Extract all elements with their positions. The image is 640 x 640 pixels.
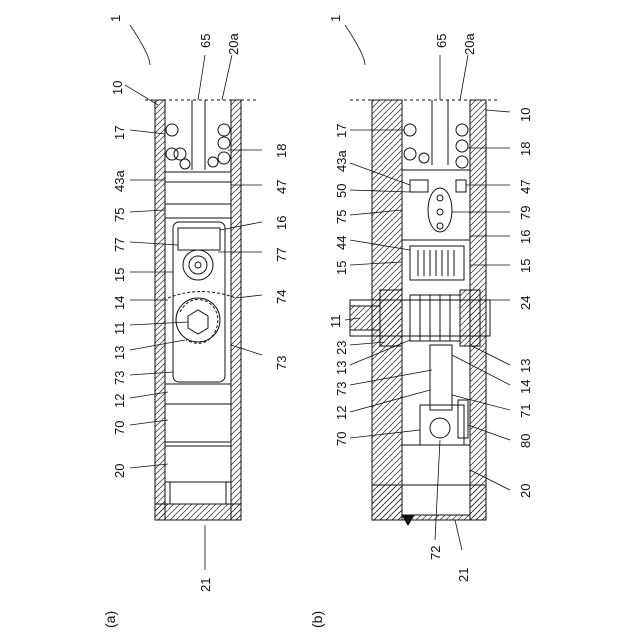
ref-13-left-b: 13 (334, 361, 349, 375)
knob-circle (176, 298, 220, 342)
spring-b (404, 124, 468, 168)
ref-1-a: 1 (108, 15, 123, 22)
panel-b-labels: 1 65 20a 10 17 18 43a 50 47 75 79 44 16 … (309, 15, 533, 628)
hex-bolt (188, 310, 208, 334)
ref-18-a: 18 (274, 144, 289, 158)
ref-20-a: 20 (112, 464, 127, 478)
ref-65-a: 65 (198, 34, 213, 48)
pin-80 (458, 400, 468, 438)
spring (166, 124, 230, 169)
ref-47-b: 47 (518, 180, 533, 194)
ref-13-right-b: 13 (518, 359, 533, 373)
ref-70-a: 70 (112, 421, 127, 435)
ref-77-right-a: 77 (274, 248, 289, 262)
ref-73-right-a: 73 (274, 356, 289, 370)
ref-16-a: 16 (274, 216, 289, 230)
ref-65-b: 65 (434, 34, 449, 48)
ref-47-a: 47 (274, 180, 289, 194)
caption-a: (a) (102, 611, 118, 628)
ref-14-b: 14 (518, 380, 533, 394)
ref-73-left-a: 73 (112, 371, 127, 385)
dashed-gear-line (168, 292, 236, 299)
ref-10-b: 10 (518, 108, 533, 122)
ref-15-a: 15 (112, 268, 127, 282)
bearing-23 (380, 290, 402, 346)
ref-15-right-b: 15 (518, 259, 533, 273)
ref-17-a: 17 (112, 126, 127, 140)
ref-24-b: 24 (518, 296, 533, 310)
ref-75-b: 75 (334, 210, 349, 224)
ref-44-b: 44 (334, 236, 349, 250)
lower-plate (165, 384, 231, 404)
panel-b (345, 25, 510, 550)
ref-21-a: 21 (198, 578, 213, 592)
block-70 (165, 404, 231, 442)
ref-20a-b: 20a (462, 33, 477, 55)
ref-18-b: 18 (518, 142, 533, 156)
inner-housing (173, 222, 225, 382)
ref-20-b: 20 (518, 484, 533, 498)
ref-13-a: 13 (112, 346, 127, 360)
ref-23-b: 23 (334, 341, 349, 355)
tube-wall-left (155, 100, 165, 520)
ref-16-b: 16 (518, 230, 533, 244)
ref-11-b: 11 (328, 315, 343, 329)
ref-15-left-b: 15 (334, 261, 349, 275)
ref-12-a: 12 (112, 394, 127, 408)
panel-a-labels: 1 65 20a 10 17 18 43a 47 75 16 77 77 15 … (102, 15, 289, 628)
ref-43a-a: 43a (112, 170, 127, 192)
ref-72-b: 72 (428, 546, 443, 560)
ref-11-a: 11 (112, 322, 127, 336)
roller (183, 250, 213, 280)
block-20 (165, 446, 231, 482)
piston-upper (165, 172, 231, 204)
gear-teeth (418, 250, 454, 276)
ref-21-b: 21 (456, 568, 471, 582)
ref-43a-b: 43a (334, 150, 349, 172)
bearing-24 (460, 290, 480, 346)
ref-75-a: 75 (112, 208, 127, 222)
upper-slot (178, 228, 220, 250)
ref-50-b: 50 (334, 184, 349, 198)
ref-71-b: 71 (518, 404, 533, 418)
tube-wall-right (231, 100, 241, 520)
ref-80-b: 80 (518, 434, 533, 448)
ref-14-a: 14 (112, 296, 127, 310)
ref-17-b: 17 (334, 124, 349, 138)
ball-72 (430, 418, 450, 438)
caption-b: (b) (309, 611, 325, 628)
ref-1-b: 1 (328, 15, 343, 22)
ref-74-a: 74 (274, 290, 289, 304)
ref-77-left-a: 77 (112, 238, 127, 252)
block-20-b (402, 445, 470, 485)
lower-rod (430, 345, 452, 410)
ref-70-b: 70 (334, 432, 349, 446)
block-71 (420, 405, 464, 445)
ref-10-a: 10 (110, 81, 125, 95)
ref-20a-a: 20a (226, 33, 241, 55)
cap-lower (170, 482, 226, 504)
piston-ring (165, 204, 231, 218)
ref-73-b: 73 (334, 382, 349, 396)
gear-hub (410, 295, 460, 341)
end-cap-21 (155, 504, 241, 520)
panel-a (125, 25, 262, 570)
ref-12-b: 12 (334, 406, 349, 420)
ref-79-b: 79 (518, 206, 533, 220)
